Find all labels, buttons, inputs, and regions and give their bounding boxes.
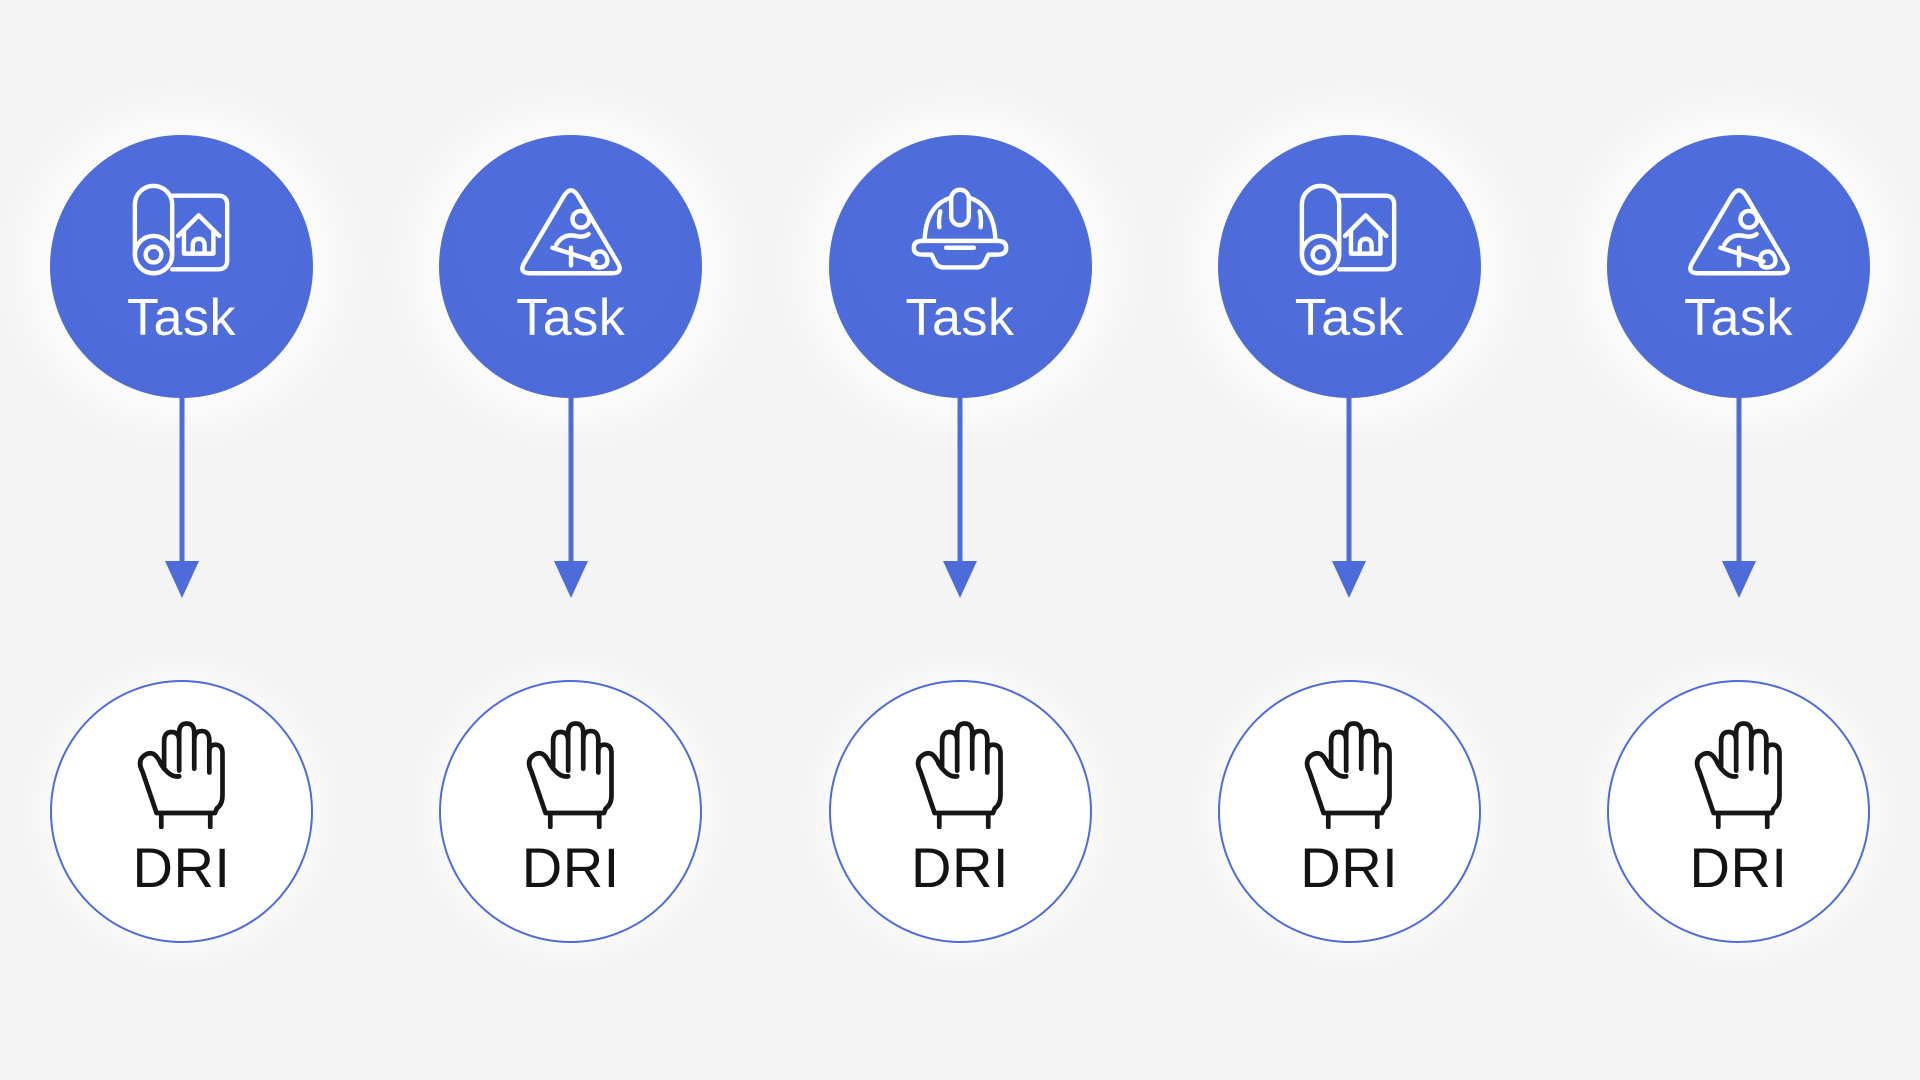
task-dri-column: Task DRI <box>1217 135 1481 1080</box>
raised-hand-icon <box>519 716 623 829</box>
task-node: Task <box>828 135 1092 398</box>
task-node: Task <box>1607 135 1870 398</box>
construction-sign-icon <box>512 179 630 287</box>
task-label: Task <box>127 289 236 347</box>
task-dri-column: Task DRI <box>828 135 1092 1080</box>
task-dri-column: Task DRI <box>50 135 313 1080</box>
dri-node: DRI <box>828 680 1092 943</box>
dri-node: DRI <box>1217 680 1481 943</box>
arrow-down-icon <box>553 398 588 598</box>
task-node: Task <box>439 135 703 398</box>
dri-label: DRI <box>521 836 620 899</box>
dri-label: DRI <box>132 836 231 899</box>
task-label: Task <box>905 289 1015 347</box>
task-label: Task <box>1294 289 1404 347</box>
dri-node: DRI <box>439 680 703 943</box>
dri-node: DRI <box>50 680 313 943</box>
task-dri-column: Task DRI <box>439 135 703 1080</box>
raised-hand-icon <box>1687 716 1791 829</box>
task-label: Task <box>516 289 626 347</box>
dri-label: DRI <box>1689 836 1788 899</box>
arrow-down-icon <box>943 398 977 598</box>
task-node: Task <box>50 135 313 398</box>
task-label: Task <box>1684 289 1793 347</box>
task-dri-column: Task DRI <box>1607 135 1870 1080</box>
raised-hand-icon <box>1297 716 1401 829</box>
arrow-down-icon <box>164 398 199 598</box>
arrow-down-icon <box>1332 398 1367 598</box>
dri-node: DRI <box>1607 680 1870 943</box>
blueprint-icon <box>123 179 241 287</box>
construction-sign-icon <box>1680 179 1798 287</box>
raised-hand-icon <box>908 716 1012 829</box>
dri-label: DRI <box>1300 836 1399 899</box>
task-node: Task <box>1217 135 1481 398</box>
raised-hand-icon <box>130 716 234 829</box>
dri-label: DRI <box>911 836 1009 899</box>
hard-hat-icon <box>901 179 1019 287</box>
arrow-down-icon <box>1721 398 1756 598</box>
blueprint-icon <box>1290 179 1408 287</box>
